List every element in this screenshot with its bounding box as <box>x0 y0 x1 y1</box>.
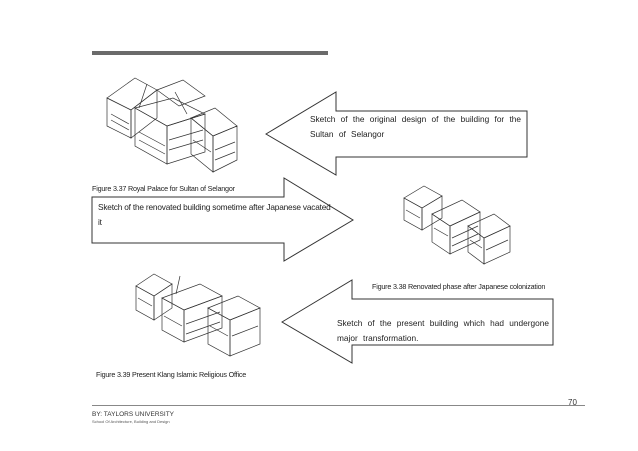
arrow-present-building: Sketch of the present building which had… <box>281 279 554 364</box>
header-rule <box>92 51 328 55</box>
royal-palace-sketch <box>95 68 255 180</box>
arrow-original-design: Sketch of the original design of the bui… <box>265 91 528 176</box>
left-arrow-shape-2 <box>281 279 554 364</box>
page-number: 70 <box>568 398 577 407</box>
arrow-renovated-building-text: Sketch of the renovated building sometim… <box>98 202 331 227</box>
arrow-renovated-building: Sketch of the renovated building sometim… <box>91 177 354 262</box>
footer-rule <box>92 405 585 406</box>
footer-organization: BY: TAYLORS UNIVERSITY <box>92 411 174 418</box>
footer-school: School Of Architecture, Building and Des… <box>92 419 170 424</box>
right-arrow-shape <box>91 177 354 262</box>
arrow-present-building-text: Sketch of the present building which had… <box>337 318 549 343</box>
present-building-sketch <box>130 262 270 362</box>
figure-3-38-caption: Figure 3.38 Renovated phase after Japane… <box>372 282 546 291</box>
renovated-building-sketch <box>398 178 518 270</box>
arrow-original-design-text: Sketch of the original design of the bui… <box>310 114 522 139</box>
figure-3-39-caption: Figure 3.39 Present Klang Islamic Religi… <box>96 370 247 379</box>
figure-3-37-caption: Figure 3.37 Royal Palace for Sultan of S… <box>92 184 235 193</box>
left-arrow-shape <box>265 91 528 176</box>
